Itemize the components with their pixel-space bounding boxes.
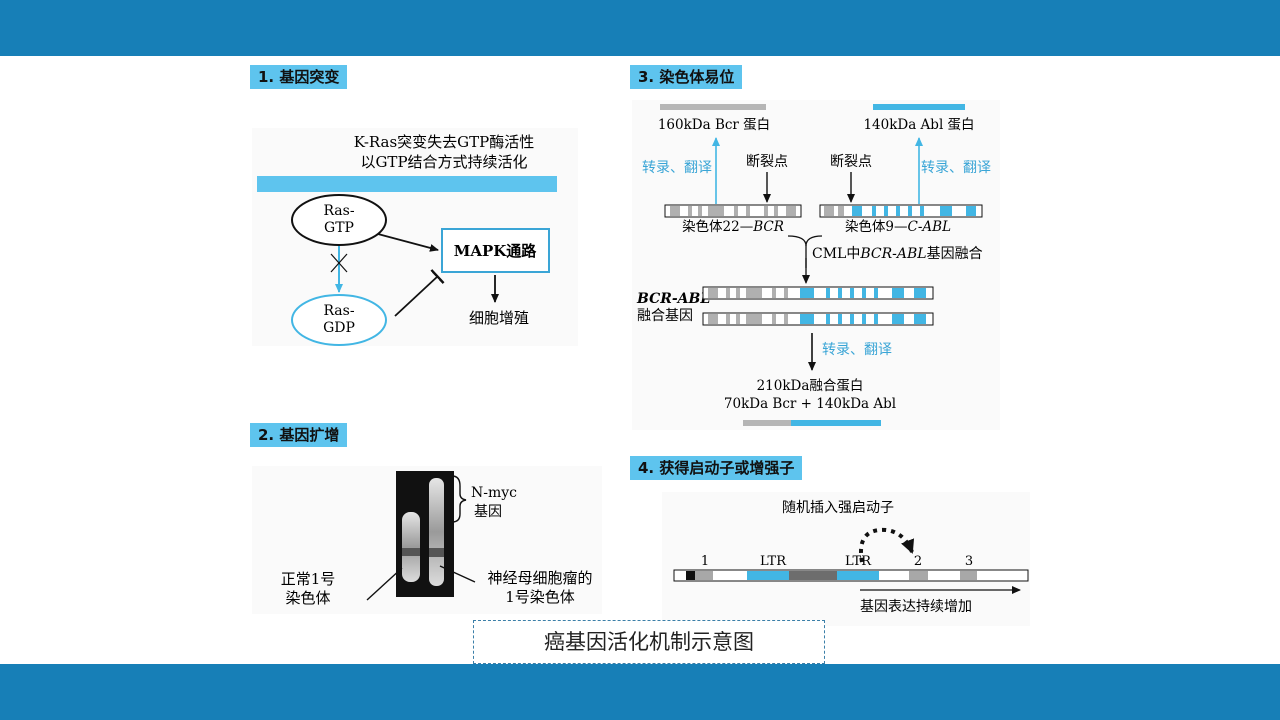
transcribe-left-label: 转录、翻译 [642,160,712,176]
chromosome-22-bar [664,204,802,218]
section-2-title: 2. 基因扩增 [250,423,348,447]
section-4-title: 4. 获得启动子或增强子 [630,456,803,480]
blocked-cross-b [330,253,348,273]
mapk-box [441,228,550,273]
exon-1-label: 1 [701,554,709,569]
section-3-title: 3. 染色体易位 [630,65,743,89]
activation-bar [257,176,557,192]
fusion-protein-label-2: 70kDa Bcr + 140kDa Abl [724,396,896,412]
kras-note-line2: 以GTP结合方式持续活化 [360,153,527,171]
insert-label: 随机插入强启动子 [782,500,894,516]
ras-gdp-label-1: Ras- [323,303,354,319]
breakpoint-right-label: 断裂点 [830,154,872,170]
fusion-protein-label-1: 210kDa融合蛋白 [757,378,864,394]
ras-gtp-node [291,194,387,246]
ltr-2-label: LTR [845,554,872,569]
exon-3-label: 3 [965,554,973,569]
amplified-chromosome [429,478,444,586]
fused-chromosome-2 [702,312,934,326]
nmyc-label-1: N-myc [471,485,517,501]
chr9-label: 染色体9—C-ABL [845,218,951,235]
translocation-panel [632,100,1000,430]
gdp-inhibit-line [394,269,445,317]
ras-gtp-label-1: Ras- [323,203,354,219]
ras-gtp-label-2: GTP [324,220,354,236]
exon-2-label: 2 [914,554,922,569]
ras-gdp-node [291,294,387,346]
fusion-gene-label-2: 融合基因 [637,307,693,324]
fusion-protein-bar-bcr [743,420,791,426]
amplified-chromosome-band [429,548,444,557]
figure-caption: 癌基因活化机制示意图 [473,620,825,664]
normal-chromosome-band [402,548,420,556]
section-1-diagram: K-Ras突变失去GTP酶活性 以GTP结合方式持续活化 Ras- GTP Ra… [257,133,557,346]
neuro-pointer [439,565,476,583]
promoter-panel [662,492,1030,626]
fusion-brace [787,235,807,268]
normal-pointer [366,567,403,601]
neuro-label-2: 1号染色体 [505,588,575,606]
section-2-diagram: N-myc 基因 正常1号 染色体 神经母细胞瘤的 1号染色体 [281,471,593,607]
fused-chromosome-1 [702,286,934,300]
nmyc-label-2: 基因 [474,503,502,520]
normal-label-1: 正常1号 [281,570,336,588]
fusion-label: CML中BCR-ABL基因融合 [812,245,983,262]
mapk-label: MAPK通路 [454,242,538,260]
bcr-protein-bar [660,104,766,110]
transcribe-bottom-label: 转录、翻译 [822,342,892,358]
fusion-gene-label-1: BCR-ABL [636,291,710,307]
promoter-insert-arrow [859,527,915,563]
ltr-1-label: LTR [760,554,787,569]
top-banner [0,0,1280,56]
chromosome-9-bar [819,204,983,218]
breakpoint-left-label: 断裂点 [746,154,788,170]
ras-gdp-label-2: GDP [323,320,355,336]
bottom-banner [0,664,1280,720]
abl-protein-bar [873,104,965,110]
kras-note-line1: K-Ras突变失去GTP酶活性 [354,133,535,151]
gtp-to-mapk-arrow [377,233,439,252]
fusion-brace-right [805,235,823,247]
chr22-label: 染色体22—BCR [682,218,784,235]
section-3-diagram: 160kDa Bcr 蛋白 140kDa Abl 蛋白 转录、翻译 转录、翻译 … [636,104,991,426]
proliferation-label: 细胞增殖 [469,309,529,327]
normal-chromosome [402,512,420,582]
neuro-label-1: 神经母细胞瘤的 [487,569,592,587]
expression-label: 基因表达持续增加 [860,598,972,615]
normal-label-2: 染色体 [285,589,330,607]
section-1-title: 1. 基因突变 [250,65,348,89]
gene-locus-bar [673,569,1029,582]
nmyc-brace [451,475,467,523]
bcr-protein-label: 160kDa Bcr 蛋白 [658,117,770,133]
section-4-diagram: 随机插入强启动子 1 LTR LTR 2 3 基因表达持续增加 [673,500,1029,615]
fusion-protein-bar-abl [791,420,881,426]
transcribe-right-label: 转录、翻译 [921,160,991,176]
abl-protein-label: 140kDa Abl 蛋白 [863,117,974,133]
